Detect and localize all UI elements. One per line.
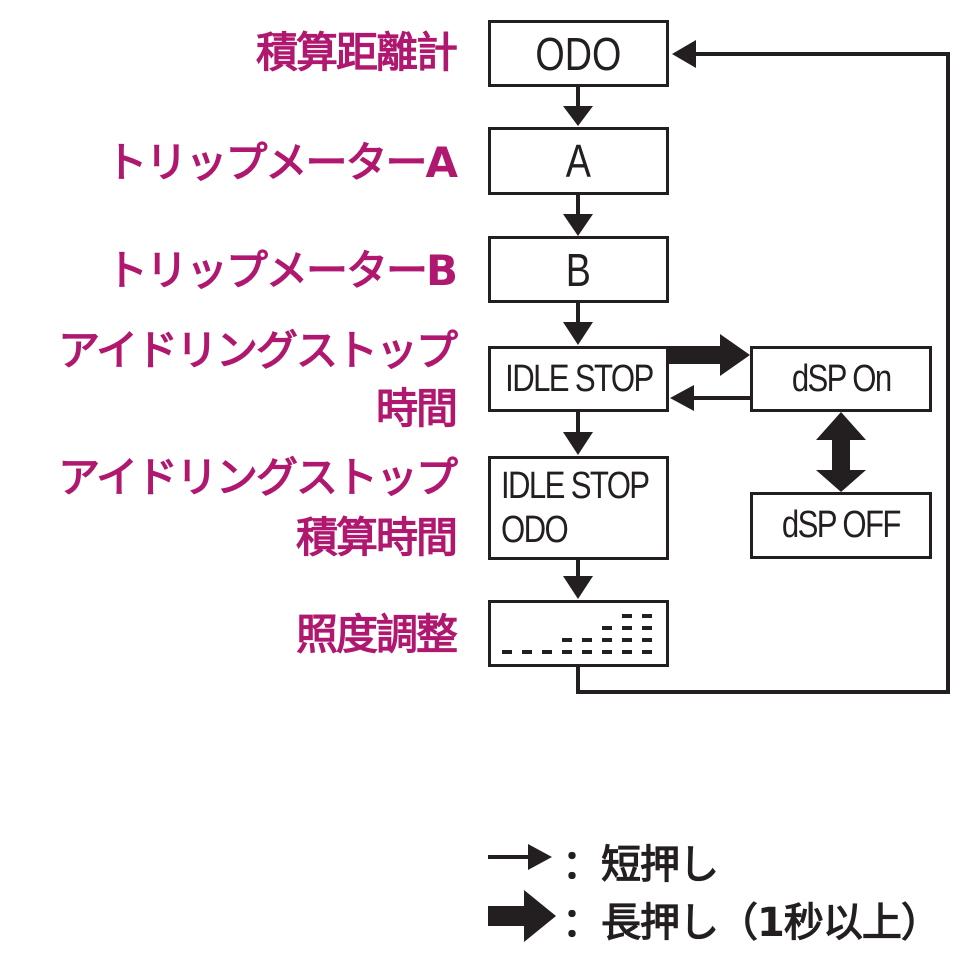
label-idle-stop-time-line1: アイドリングストップ [58, 326, 458, 375]
label-trip-meter-a: トリップメーターA [105, 138, 458, 187]
label-idle-stop-time-line2: 時間 [375, 384, 458, 433]
box-idle-stop: IDLE STOP [488, 346, 669, 412]
box-idle-stop-text: IDLE STOP [504, 357, 654, 400]
box-dsp-off: dSP OFF [750, 492, 932, 559]
arrow-loop-back-to-odo [576, 40, 950, 694]
box-dsp-off-text: dSP OFF [782, 504, 901, 546]
label-idle-stop-total-line1: アイドリングストップ [58, 453, 458, 502]
box-idle-stop-odo-line2: ODO [501, 509, 569, 551]
arrow-idle-stop-odo-to-brightness [563, 559, 593, 599]
box-idle-stop-odo-line1: IDLE STOP [501, 465, 650, 507]
label-brightness-adjust: 照度調整 [295, 610, 458, 659]
arrow-b-to-idle-stop [563, 301, 593, 345]
label-trip-meter-b: トリップメーターB [105, 246, 458, 295]
arrow-dsp-on-to-idle-stop [670, 385, 750, 411]
thick-arrow-idle-stop-to-dsp-on [668, 334, 750, 376]
arrow-idle-stop-to-idle-stop-odo [563, 411, 593, 455]
label-odometer: 積算距離計 [255, 28, 458, 77]
legend-thick-arrow-icon [488, 890, 556, 942]
box-idle-stop-odo: IDLE STOP ODO [488, 456, 669, 560]
box-brightness-bars [488, 600, 669, 667]
brightness-level-bars-icon [502, 614, 652, 654]
box-trip-a: A [488, 127, 669, 195]
thick-double-arrow-dsp-on-off [816, 412, 866, 492]
label-idle-stop-total-line2: 積算時間 [295, 513, 458, 562]
box-odo: ODO [488, 20, 669, 87]
legend-short-press: ：短押し [562, 842, 719, 888]
box-dsp-on: dSP On [750, 346, 932, 412]
box-dsp-on-text: dSP On [791, 357, 892, 400]
box-trip-b-text: B [565, 243, 592, 296]
legend-long-press: ：長押し（1秒以上） [562, 900, 941, 946]
arrow-a-to-b [563, 194, 593, 236]
box-odo-text: ODO [535, 27, 622, 80]
box-trip-b: B [488, 236, 669, 303]
box-trip-a-text: A [565, 135, 592, 187]
arrow-odo-to-a [563, 85, 593, 126]
legend-thin-arrow-icon [488, 844, 552, 870]
